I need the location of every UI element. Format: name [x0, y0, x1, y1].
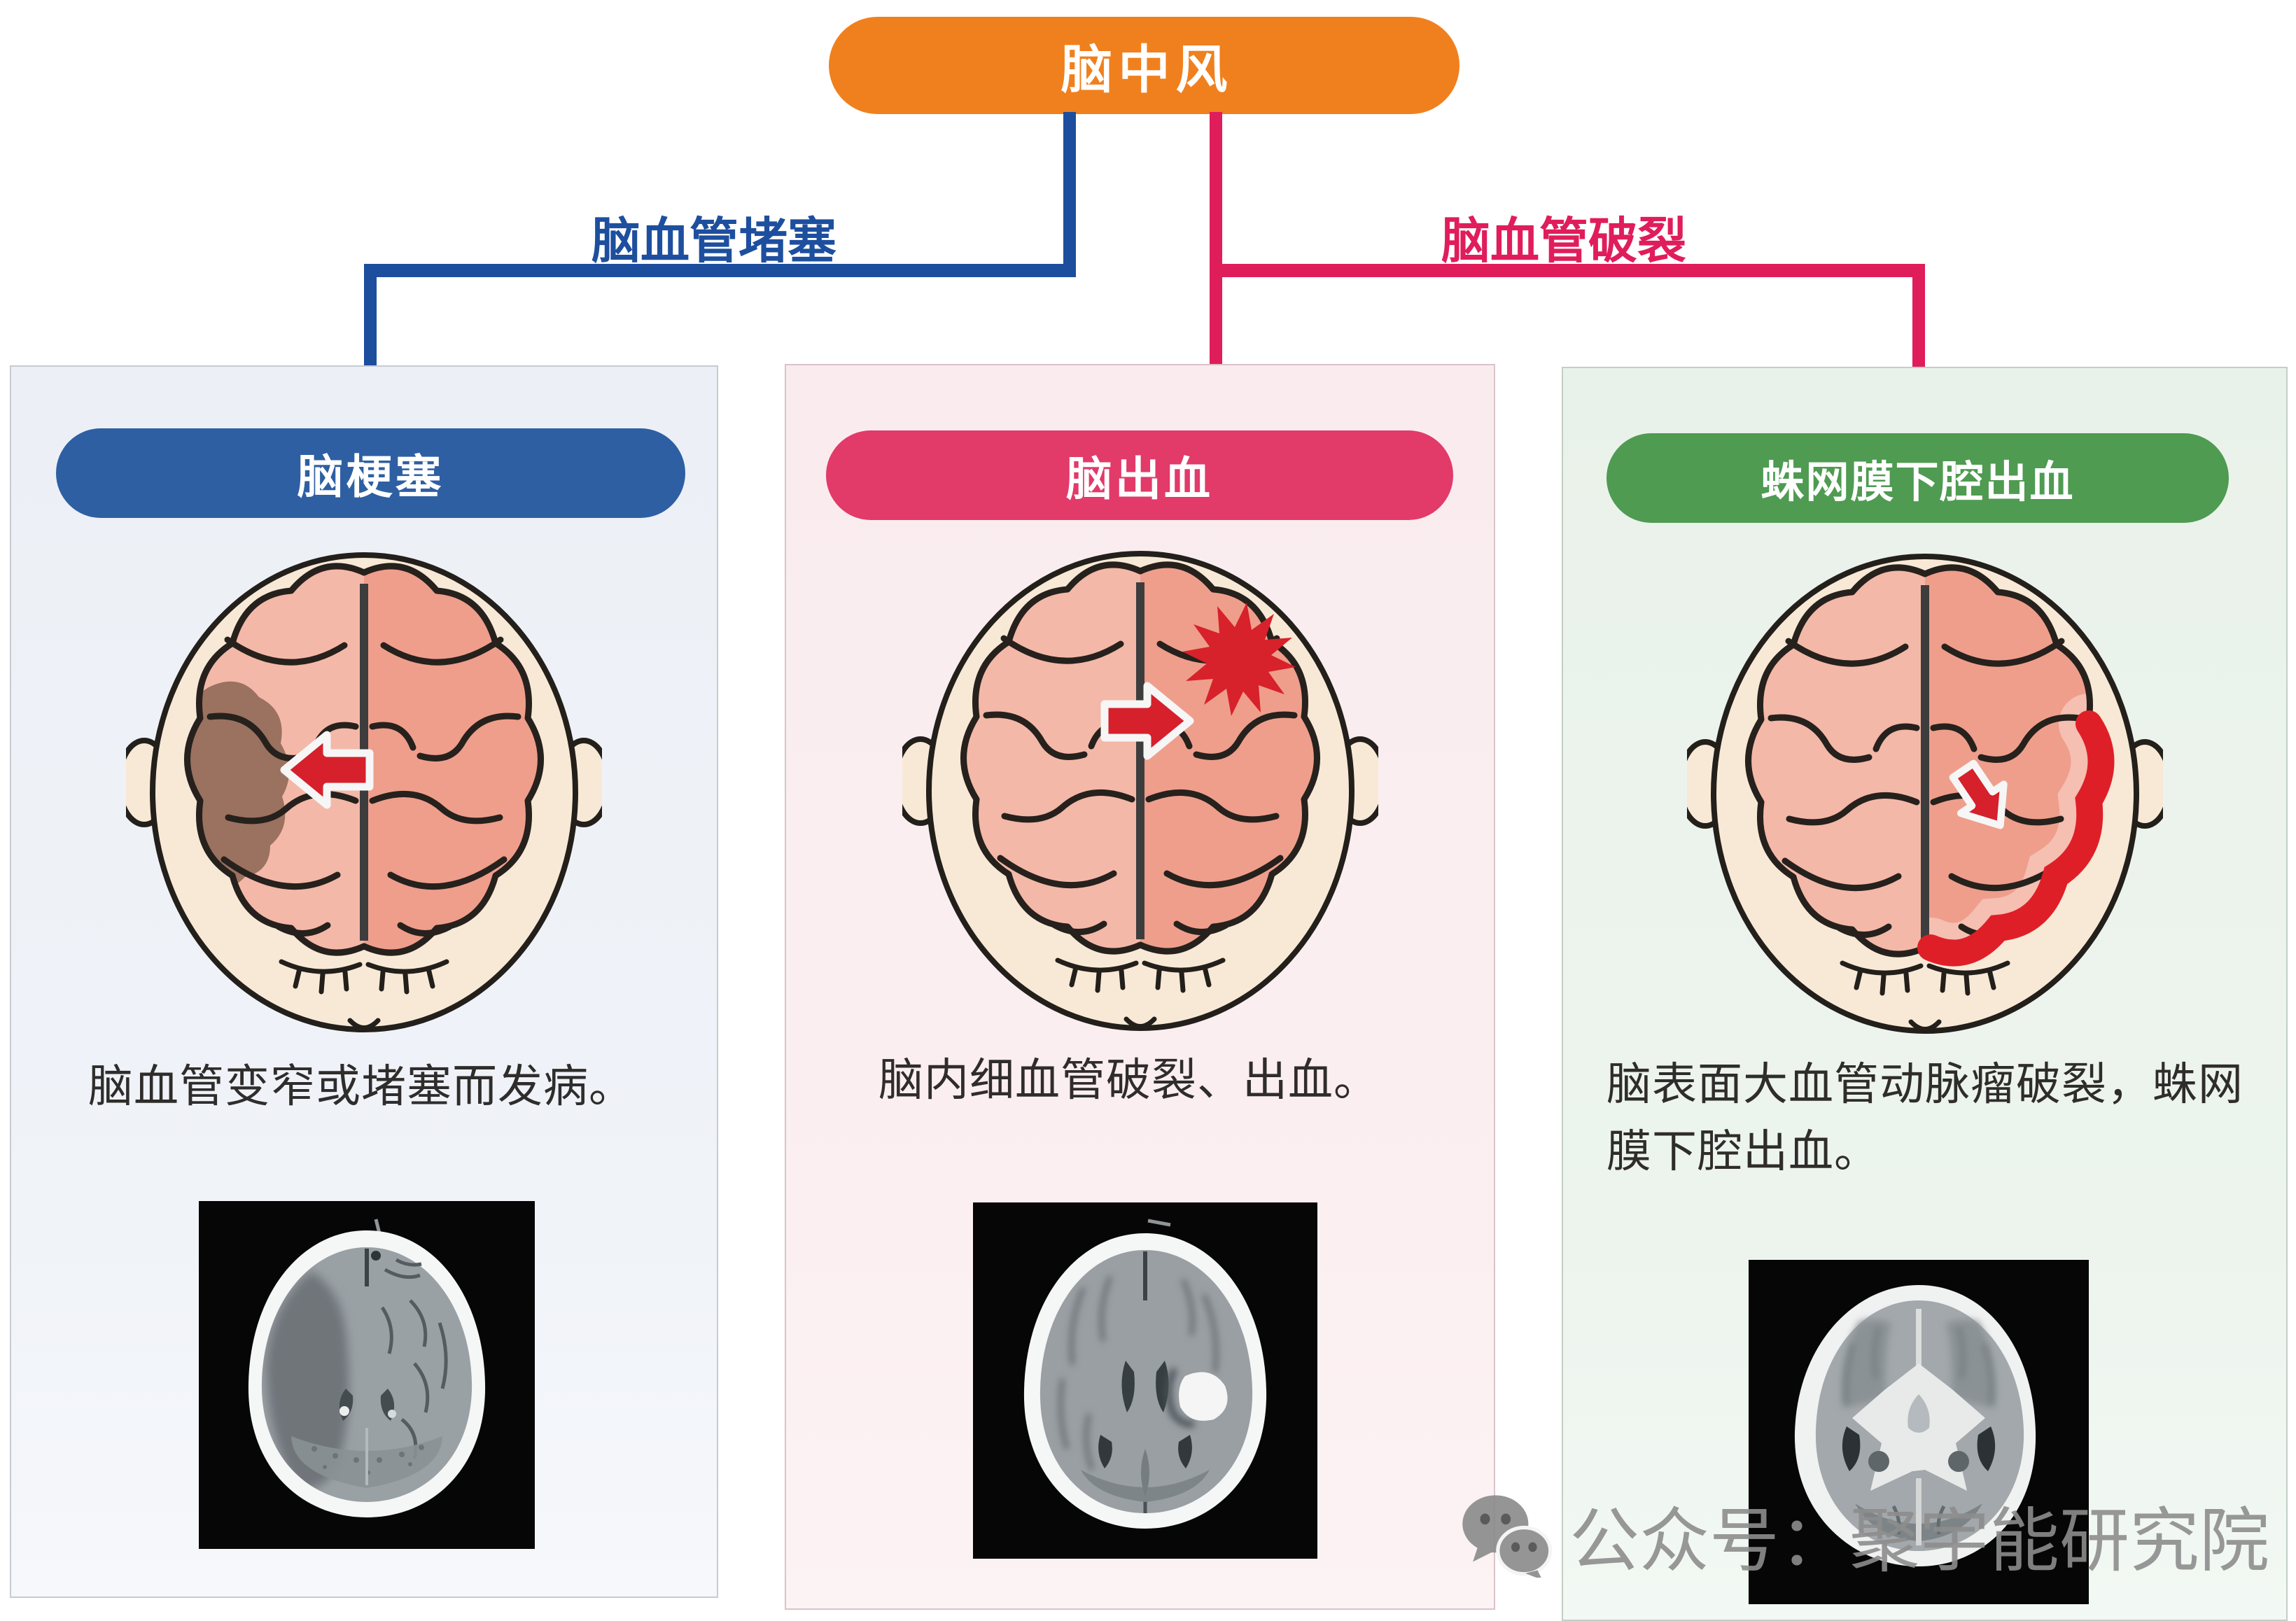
connector-pink-horizontal	[1210, 264, 1925, 277]
ct-scan-cerebral-infarction	[199, 1201, 535, 1549]
watermark-text: 公众号：聚宇能研究院	[1569, 1502, 2269, 1580]
caption-cerebral-infarction: 脑血管变窄或堵塞而发病。	[88, 1061, 634, 1111]
panel-header-cerebral-hemorrhage: 脑出血	[826, 430, 1453, 520]
panel-cerebral-hemorrhage: 脑出血 脑内细血管破裂、出血。	[785, 364, 1495, 1610]
root-node-label: 脑中风	[1060, 41, 1233, 99]
ct-scan-cerebral-hemorrhage	[973, 1202, 1317, 1559]
caption-subarachnoid-hemorrhage: 脑表面大血管动脉瘤破裂，蛛网 膜下腔出血。	[1606, 1059, 2244, 1177]
panel-cerebral-infarction: 脑梗塞 脑血管变窄或堵塞而发病。	[10, 365, 718, 1598]
root-node-stroke: 脑中风	[829, 17, 1460, 114]
left-arrow-icon	[280, 731, 374, 809]
wechat-icon	[1462, 1494, 1553, 1578]
connector-pink-vertical-from-root	[1210, 112, 1222, 366]
down-right-arrow-icon	[1949, 759, 2008, 829]
ct-hemorrhage-bright-spot	[1179, 1372, 1228, 1421]
bleed-starburst	[1182, 603, 1296, 716]
connector-blue-vertical-from-root	[1063, 112, 1076, 277]
subarachnoid-bleed-band	[1917, 710, 2114, 967]
panel-subarachnoid-hemorrhage: 蛛网膜下腔出血 脑表面大血管动脉瘤破裂，蛛网 膜下腔出血。	[1562, 367, 2288, 1621]
panel-header-label: 蛛网膜下腔出血	[1760, 458, 2075, 507]
brain-subarachnoid-illustration	[1687, 549, 2163, 1039]
panel-header-label: 脑梗塞	[297, 451, 444, 503]
panel-header-cerebral-infarction: 脑梗塞	[56, 428, 685, 518]
branch-label-vessel-blockage: 脑血管堵塞	[592, 213, 836, 268]
connector-blue-drop-to-panel	[364, 264, 377, 367]
right-arrow-icon	[1100, 682, 1194, 760]
caption-cerebral-hemorrhage: 脑内细血管破裂、出血。	[878, 1055, 1379, 1105]
panel-header-label: 脑出血	[1066, 453, 1213, 505]
brain-hemorrhage-illustration	[902, 546, 1378, 1036]
ct-scan-subarachnoid-hemorrhage	[1749, 1260, 2089, 1604]
connector-blue-horizontal	[364, 264, 1076, 277]
panel-header-subarachnoid-hemorrhage: 蛛网膜下腔出血	[1606, 433, 2229, 523]
watermark: 公众号：聚宇能研究院	[1460, 1484, 2269, 1585]
brain-infarction-illustration	[126, 547, 602, 1037]
connector-pink-drop-to-panel	[1912, 264, 1925, 369]
ct-infarct-dark-area	[266, 1271, 349, 1490]
branch-label-vessel-rupture: 脑血管破裂	[1441, 213, 1686, 268]
